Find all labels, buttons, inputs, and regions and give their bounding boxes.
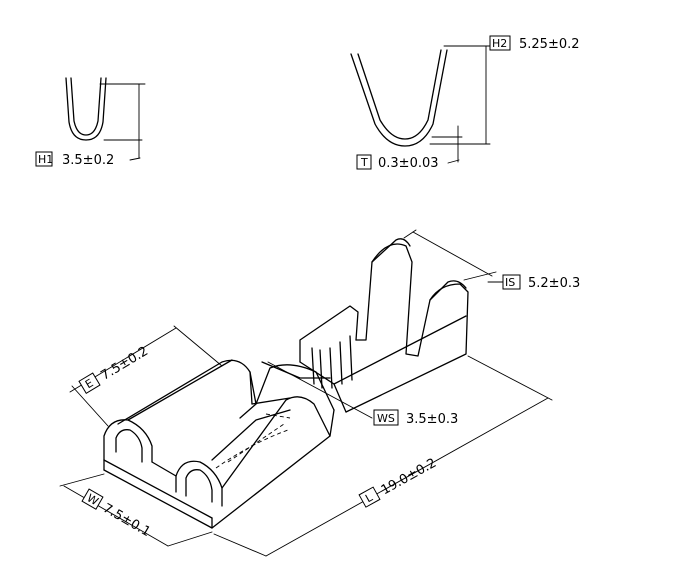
svg-text:T: T — [360, 156, 368, 169]
t-callout: T 0.3±0.03 — [356, 154, 460, 171]
h2-callout: H2 5.25±0.2 — [489, 35, 580, 52]
svg-text:7.5±0.2: 7.5±0.2 — [98, 344, 151, 384]
svg-text:0.3±0.03: 0.3±0.03 — [378, 156, 439, 171]
h1-profile — [65, 77, 146, 159]
svg-text:3.5±0.2: 3.5±0.2 — [62, 153, 114, 168]
ws-dimension: WS 3.5±0.3 — [267, 361, 458, 427]
w-dimension: W 7.5±0.1 — [59, 473, 213, 547]
svg-text:7.5±0.1: 7.5±0.1 — [100, 501, 153, 540]
svg-text:5.2±0.3: 5.2±0.3 — [528, 276, 580, 291]
h2-profile — [350, 45, 491, 163]
l-dimension: L 19.0±0.2 — [213, 355, 553, 557]
terminal-body — [103, 238, 469, 529]
is-dimension: IS 5.2±0.3 — [403, 229, 580, 291]
svg-text:H2: H2 — [492, 37, 507, 50]
h1-callout: H1 3.5±0.2 — [35, 151, 141, 168]
svg-text:3.5±0.3: 3.5±0.3 — [406, 412, 458, 427]
svg-text:H1: H1 — [38, 153, 53, 166]
svg-text:19.0±0.2: 19.0±0.2 — [379, 456, 439, 498]
svg-text:5.25±0.2: 5.25±0.2 — [519, 37, 580, 52]
svg-text:WS: WS — [377, 412, 395, 425]
svg-text:IS: IS — [505, 276, 515, 289]
